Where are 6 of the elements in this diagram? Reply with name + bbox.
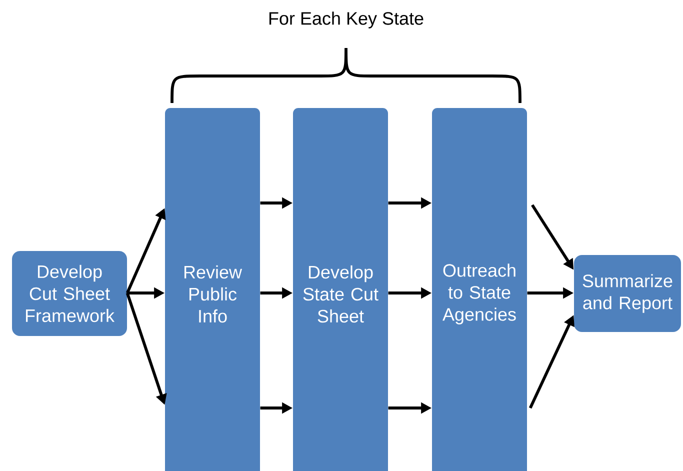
process-box: Develop Cut Sheet Framework [12, 251, 127, 336]
stage-column: Develop State Cut Sheet [293, 108, 388, 471]
process-box: Summarize and Report [574, 255, 681, 332]
bracket-label: For Each Key State [269, 12, 424, 28]
stage-column: Outreach to State Agencies [432, 108, 527, 471]
stage-column: Review Public Info [165, 108, 260, 471]
